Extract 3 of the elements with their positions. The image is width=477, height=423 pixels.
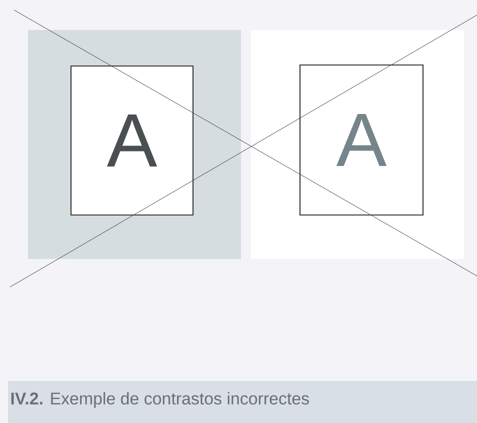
figure-caption: IV.2. Exemple de contrastos incorrectes [11, 392, 309, 408]
sketched-box: A [70, 65, 194, 216]
sketched-box: A [299, 64, 424, 216]
